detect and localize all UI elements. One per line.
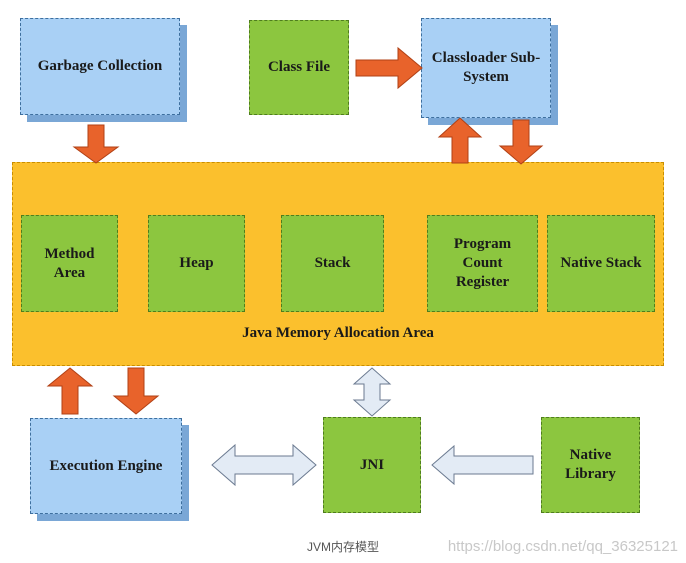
classfile-to-classloader-arrow xyxy=(355,46,423,90)
native-library-box: Native Library xyxy=(541,417,640,513)
memory-to-engine-arrow xyxy=(112,367,160,415)
program-count-register-box: Program Count Register xyxy=(427,215,538,312)
stack-box: Stack xyxy=(281,215,384,312)
watermark: https://blog.csdn.net/qq_36325121 xyxy=(447,538,678,555)
native-stack-box: Native Stack xyxy=(547,215,655,312)
gc-to-memory-arrow xyxy=(72,124,120,164)
memory-area-label: Java Memory Allocation Area xyxy=(242,324,434,341)
heap-box: Heap xyxy=(148,215,245,312)
jni-box: JNI xyxy=(323,417,421,513)
engine-jni-double-arrow xyxy=(211,443,317,487)
memory-jni-double-arrow xyxy=(352,367,392,417)
garbage-collection-box: Garbage Collection xyxy=(20,18,180,115)
engine-to-memory-arrow xyxy=(46,367,94,415)
classloader-to-memory-arrow xyxy=(498,119,544,165)
method-area-box: Method Area xyxy=(21,215,118,312)
memory-to-classloader-arrow xyxy=(437,117,483,164)
class-file-box: Class File xyxy=(249,20,349,115)
library-to-jni-arrow xyxy=(431,444,534,486)
figure-caption: JVM内存模型 xyxy=(306,540,379,554)
execution-engine-box: Execution Engine xyxy=(30,418,182,514)
